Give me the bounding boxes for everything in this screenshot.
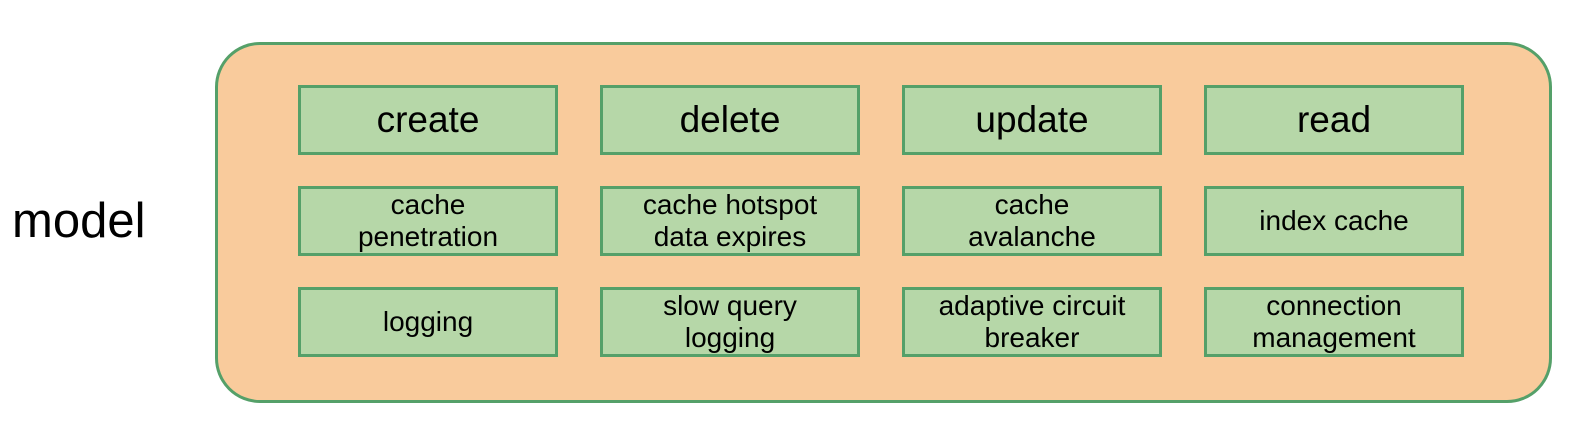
model-label: model [12,194,146,248]
box-delete: delete [600,85,860,155]
box-cache-avalanche: cache avalanche [902,186,1162,256]
box-cache-hotspot-data-expires: cache hotspot data expires [600,186,860,256]
box-read: read [1204,85,1464,155]
box-connection-management: connection management [1204,287,1464,357]
box-logging: logging [298,287,558,357]
box-create: create [298,85,558,155]
box-cache-penetration: cache penetration [298,186,558,256]
box-index-cache: index cache [1204,186,1464,256]
model-grid: create delete update read cache penetrat… [218,45,1549,400]
box-adaptive-circuit-breaker: adaptive circuit breaker [902,287,1162,357]
model-container: create delete update read cache penetrat… [215,42,1552,403]
box-slow-query-logging: slow query logging [600,287,860,357]
box-update: update [902,85,1162,155]
